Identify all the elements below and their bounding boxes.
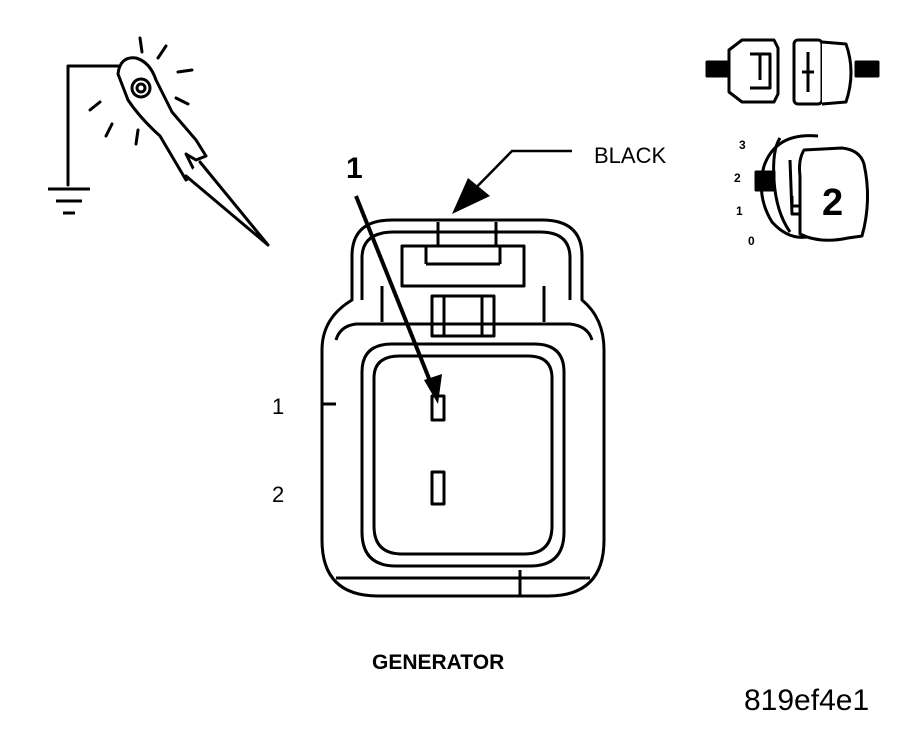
- wire-color-label: BLACK: [594, 143, 667, 168]
- black-wire-callout-arrow: [452, 149, 572, 214]
- pin-2-terminal: [430, 470, 446, 506]
- test-light-probe-icon: [66, 36, 270, 247]
- pin-1-terminal: [430, 394, 446, 422]
- ignition-key-icon: [754, 134, 870, 242]
- ignition-selected-position: 2: [822, 182, 844, 224]
- ground-symbol-icon: [48, 187, 90, 215]
- callout-number-label: 1: [346, 152, 363, 185]
- ignition-position-0: 0: [748, 234, 755, 248]
- pin-2-label: 2: [272, 482, 285, 507]
- reference-code: 819ef4e1: [744, 684, 870, 717]
- ignition-position-1: 1: [736, 204, 743, 218]
- ignition-position-2: 2: [734, 171, 741, 185]
- generator-connector: [320, 218, 606, 598]
- diagram-caption: GENERATOR: [372, 651, 505, 674]
- disconnected-connector-icon: [705, 38, 880, 106]
- ignition-position-3: 3: [739, 138, 746, 152]
- pin-1-label: 1: [272, 394, 285, 419]
- pin-1-callout-arrow: [354, 195, 442, 404]
